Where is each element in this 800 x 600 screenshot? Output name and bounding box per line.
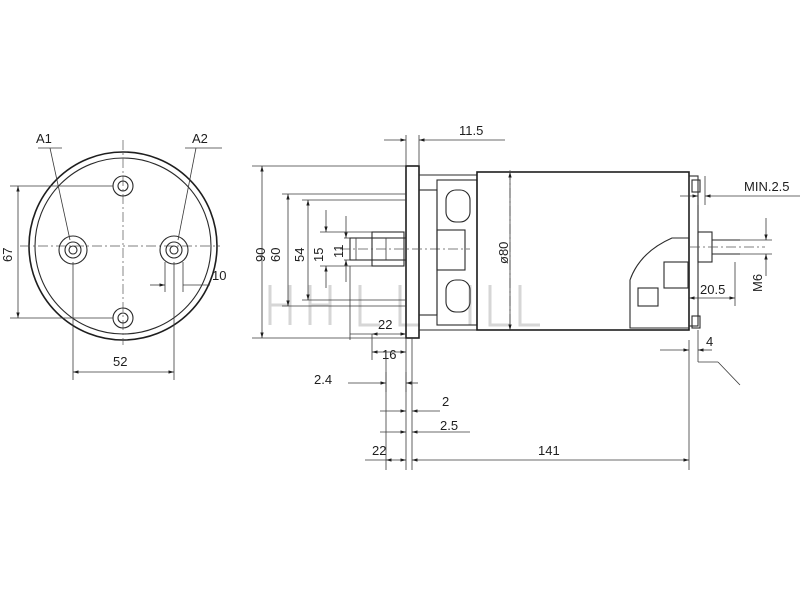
dim-2-5: 2.5 [440,418,458,433]
dim-20-5: 20.5 [700,282,725,297]
side-view: 11.5 90 60 54 15 11 ø80 22 [252,123,800,470]
mounting-flange [405,165,420,339]
dim-4: 4 [706,334,713,349]
dim-54: 54 [292,248,307,262]
terminal-housing [629,237,690,329]
front-view: A1 A2 67 10 52 [0,131,226,380]
watermark [268,285,540,327]
dim-diameter-80: ø80 [496,242,511,264]
dim-m6: M6 [750,274,765,292]
dim-67: 67 [0,248,15,262]
dim-22-bottom: 22 [372,443,386,458]
dim-52: 52 [113,354,127,369]
terminal-a2 [159,235,189,265]
label-a1: A1 [36,131,52,146]
dim-16: 16 [382,347,396,362]
dim-min-2-5: MIN.2.5 [744,179,790,194]
dim-60: 60 [268,248,283,262]
dim-10: 10 [212,268,226,283]
dim-11: 11 [331,245,346,259]
dim-90: 90 [253,248,268,262]
dim-2-4: 2.4 [314,372,332,387]
terminal-a1 [58,235,88,265]
dim-15: 15 [311,248,326,262]
label-a2: A2 [192,131,208,146]
dim-141: 141 [538,443,560,458]
dim-22-top: 22 [378,317,392,332]
dim-2: 2 [442,394,449,409]
end-plate [418,189,438,316]
end-cap [688,175,699,327]
dim-11-5: 11.5 [459,123,483,138]
